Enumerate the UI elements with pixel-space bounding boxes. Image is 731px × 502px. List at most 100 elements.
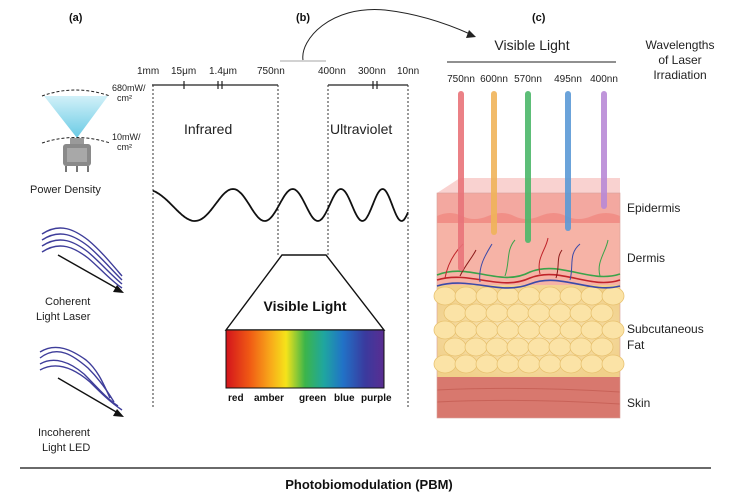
footer-title: Photobiomodulation (PBM) [285, 477, 453, 492]
fat-cell [454, 354, 478, 374]
fat-cell [517, 320, 541, 340]
fat-cell [475, 286, 499, 306]
tick-15um: 15μm [171, 66, 196, 77]
fat-cell [538, 354, 562, 374]
fat-cells [433, 286, 625, 374]
fat-cell [517, 286, 541, 306]
fat-cell [454, 286, 478, 306]
spectrum-label-green: green [299, 393, 326, 404]
tick-400nn: 400nn [318, 66, 346, 77]
layer-dermis: Dermis [627, 251, 665, 265]
fat-cell [559, 354, 583, 374]
wavelength-header-2: of Laser [658, 53, 701, 67]
layer-epidermis: Epidermis [627, 201, 680, 215]
tick-300nn: 300nn [358, 66, 386, 77]
fat-cell [443, 303, 467, 323]
fat-cell [580, 286, 604, 306]
fat-cell [496, 354, 520, 374]
fat-cell [485, 337, 509, 357]
fat-cell [580, 320, 604, 340]
fat-cell [454, 320, 478, 340]
infrared-label: Infrared [184, 121, 232, 137]
blood-vessels [436, 237, 621, 289]
incoherent-label-1: Incoherent [38, 427, 90, 439]
coherent-arrow-icon [57, 254, 124, 293]
laser-label-600nn: 600nn [480, 74, 508, 85]
fat-cell [559, 320, 583, 340]
laser-label-495nn: 495nn [554, 74, 582, 85]
fat-cell [475, 320, 499, 340]
panel-a-label: (a) [69, 12, 83, 24]
incoherent-waves-icon [39, 346, 123, 411]
fat-cell [590, 337, 614, 357]
spectrum-label-purple: purple [361, 393, 392, 404]
fat-cell [464, 303, 488, 323]
layer-skin: Skin [627, 396, 650, 410]
fat-cell [569, 303, 593, 323]
fat-cell [538, 286, 562, 306]
fat-cell [485, 303, 509, 323]
fat-cell [601, 354, 625, 374]
fat-cell [559, 286, 583, 306]
fat-cell [538, 320, 562, 340]
spectrum-label-amber: amber [254, 393, 284, 404]
dotted-guides [152, 85, 409, 408]
laser-label-400nn: 400nn [590, 74, 618, 85]
laser-label-570nn: 570nn [514, 74, 542, 85]
curved-arrow-icon [302, 9, 476, 61]
visible-light-trapezoid [224, 254, 386, 331]
fat-cell [517, 354, 541, 374]
spectrum-bar [225, 329, 385, 389]
power-high-label-2: cm² [117, 93, 132, 103]
fat-cell [548, 303, 572, 323]
coherent-label-1: Coherent [45, 296, 90, 308]
layer-subcutaneous: Subcutaneous [627, 322, 704, 336]
fat-cell [433, 320, 457, 340]
panel-b-label: (b) [296, 12, 310, 24]
visible-light-header: Visible Light [494, 37, 569, 53]
layer-fat: Fat [627, 338, 645, 352]
tick-1-4um: 1.4μm [209, 66, 237, 77]
fat-cell [506, 337, 530, 357]
fat-cell [601, 320, 625, 340]
fat-cell [475, 354, 499, 374]
fat-cell [443, 337, 467, 357]
incoherent-label-2: Light LED [42, 442, 90, 454]
fat-cell [496, 320, 520, 340]
power-density-label: Power Density [30, 184, 101, 196]
laser-label-750nn: 750nn [447, 74, 475, 85]
power-high-label-1: 680mW/ [112, 83, 146, 93]
coherent-label-2: Light Laser [36, 311, 91, 323]
fat-cell [506, 303, 530, 323]
panel-c-label: (c) [532, 12, 546, 24]
wavelength-header-3: Irradiation [653, 68, 706, 82]
power-low-label-2: cm² [117, 142, 132, 152]
fat-cell [590, 303, 614, 323]
fat-cell [464, 337, 488, 357]
fat-cell [527, 337, 551, 357]
fat-cell [580, 354, 604, 374]
fat-cell [548, 337, 572, 357]
em-wave [152, 188, 409, 222]
tick-10nn: 10nn [397, 66, 419, 77]
spectrum-label-blue: blue [334, 393, 355, 404]
spectrum-label-red: red [228, 393, 244, 404]
visible-light-title: Visible Light [264, 298, 347, 314]
spectrum-labels: red amber green blue purple [228, 393, 392, 404]
fat-cell [433, 286, 457, 306]
ultraviolet-label: Ultraviolet [330, 121, 392, 137]
power-density-illustration [41, 89, 111, 172]
fat-cell [569, 337, 593, 357]
coherent-waves-icon [41, 227, 123, 289]
fat-cell [496, 286, 520, 306]
fat-cell [601, 286, 625, 306]
tick-1mm: 1mm [137, 66, 159, 77]
incoherent-arrow-icon [57, 377, 124, 417]
laser-beams: 750nn 600nn 570nn 495nn 400nn [447, 74, 618, 271]
fat-cell [527, 303, 551, 323]
fat-cell [433, 354, 457, 374]
power-low-label-1: 10mW/ [112, 132, 141, 142]
tick-750nn: 750nn [257, 66, 285, 77]
